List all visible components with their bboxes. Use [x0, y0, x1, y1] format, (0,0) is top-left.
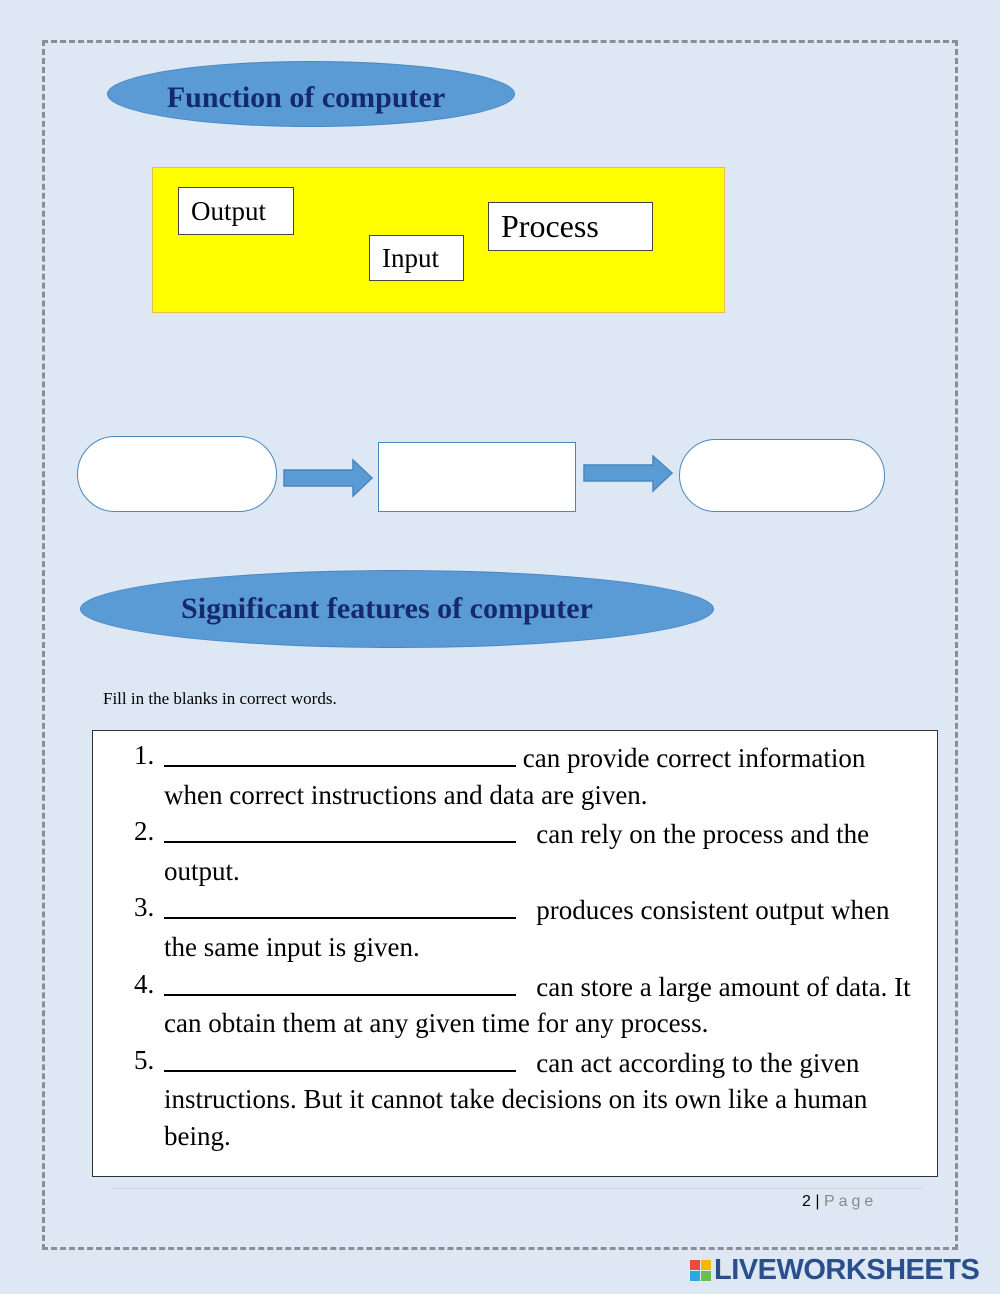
- question-number: 3.: [134, 892, 155, 923]
- question-number: 5.: [134, 1044, 155, 1075]
- answer-blank[interactable]: [164, 966, 516, 996]
- word-card-output[interactable]: Output: [178, 187, 294, 235]
- page-border: [42, 40, 958, 1250]
- right-arrow-icon: [583, 455, 673, 493]
- list-item: 3. produces consistent output when the s…: [93, 889, 939, 965]
- question-text: can rely on the process and the output.: [164, 819, 876, 886]
- word-card-input-label: Input: [382, 242, 439, 273]
- question-text: can act according to the given instructi…: [164, 1047, 875, 1151]
- footer-divider: [112, 1188, 922, 1189]
- function-heading-text: Function of computer: [166, 81, 446, 114]
- drop-slot-last[interactable]: [679, 439, 885, 512]
- question-text: can provide correct information when cor…: [164, 743, 866, 810]
- word-card-output-label: Output: [191, 195, 267, 226]
- answer-blank[interactable]: [164, 1042, 516, 1072]
- question-text: can store a large amount of data. It can…: [164, 971, 918, 1039]
- list-item: 4. can store a large amount of data. It …: [93, 966, 939, 1042]
- word-card-process[interactable]: Process: [488, 202, 653, 251]
- question-list: 1. can provide correct information when …: [93, 737, 939, 1155]
- features-heading: Significant features of computer: [80, 570, 714, 648]
- page-number: 2 | Page: [802, 1193, 877, 1211]
- right-arrow-icon: [283, 458, 373, 498]
- answer-blank[interactable]: [164, 889, 516, 920]
- question-box: 1. can provide correct information when …: [92, 730, 938, 1177]
- question-text: produces consistent output when the same…: [164, 895, 897, 962]
- page-number-value: 2: [802, 1193, 811, 1210]
- features-heading-text: Significant features of computer: [181, 592, 593, 625]
- list-item: 5. can act according to the given instru…: [93, 1042, 939, 1155]
- drop-slot-middle[interactable]: [378, 442, 576, 512]
- liveworksheets-logo-icon: [690, 1259, 711, 1281]
- answer-blank[interactable]: [164, 813, 516, 844]
- word-card-input[interactable]: Input: [369, 235, 464, 281]
- liveworksheets-brand: LIVEWORKSHEETS: [690, 1253, 980, 1286]
- instruction-text: Fill in the blanks in correct words.: [103, 689, 337, 708]
- question-number: 1.: [134, 740, 155, 770]
- page-word: Page: [823, 1193, 878, 1210]
- question-number: 4.: [134, 968, 155, 999]
- drop-slot-first[interactable]: [77, 436, 277, 512]
- page-number-separator: |: [810, 1193, 824, 1210]
- answer-blank[interactable]: [164, 737, 516, 767]
- word-card-process-label: Process: [501, 208, 599, 244]
- function-heading: Function of computer: [107, 61, 515, 127]
- list-item: 1. can provide correct information when …: [93, 737, 939, 813]
- list-item: 2. can rely on the process and the outpu…: [93, 813, 939, 889]
- question-number: 2.: [134, 816, 155, 847]
- brand-name: LIVEWORKSHEETS: [714, 1253, 980, 1286]
